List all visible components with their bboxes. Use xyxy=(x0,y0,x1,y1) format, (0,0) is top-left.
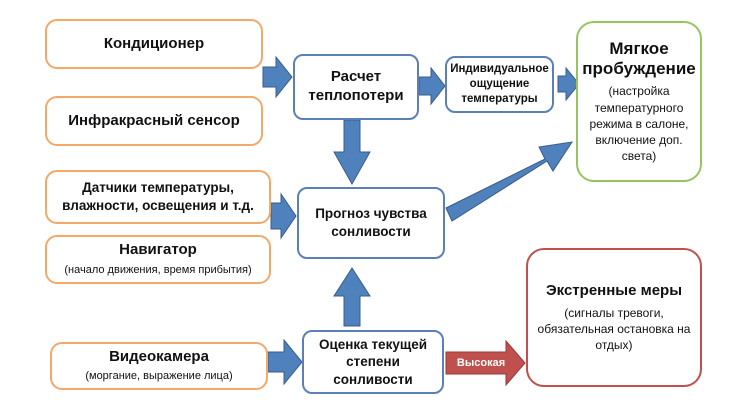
node-camera: Видеокамера (моргание, выражение лица) xyxy=(50,342,268,390)
arrow-camera-to-current xyxy=(267,338,303,386)
node-soft-wakeup: Мягкое пробуждение (настройка температур… xyxy=(576,21,702,182)
arrow-inputs-to-heat-loss xyxy=(262,55,293,99)
arrow-sensors-to-forecast xyxy=(270,192,297,240)
arrow-heat-loss-to-individual xyxy=(418,66,446,106)
node-camera-note: (моргание, выражение лица) xyxy=(85,370,233,383)
arrow-forecast-to-wakeup xyxy=(445,141,574,222)
node-conditioner: Кондиционер xyxy=(45,19,263,69)
node-drowsiness-forecast: Прогноз чувства сонливости xyxy=(297,187,445,259)
arrow-high-to-emergency xyxy=(445,339,526,387)
node-heat-loss: Расчет теплопотери xyxy=(293,54,419,120)
node-individual-title: Индивидуальное ощущение температуры xyxy=(450,63,549,105)
node-camera-title: Видеокамера xyxy=(109,347,209,365)
node-soft-wakeup-note: (настройка температурного режима в салон… xyxy=(589,84,689,164)
node-emergency-note: (сигналы тревоги, обязательная остановка… xyxy=(537,305,691,352)
node-navigator-note: (начало движения, время прибытия) xyxy=(64,263,252,276)
node-current-drowsiness: Оценка текущей степени сонливости xyxy=(302,330,444,394)
node-drowsiness-forecast-title: Прогноз чувства сонливости xyxy=(315,206,427,239)
node-conditioner-title: Кондиционер xyxy=(103,34,205,52)
node-ir-sensor-title: Инфракрасный сенсор xyxy=(68,111,240,129)
arrow-heat-loss-to-forecast xyxy=(333,119,371,186)
node-current-drowsiness-title: Оценка текущей степени сонливости xyxy=(318,336,428,387)
node-sensors-title: Датчики температуры, влажности, освещени… xyxy=(62,180,254,213)
node-emergency: Экстренные меры (сигналы тревоги, обязат… xyxy=(526,248,702,387)
node-navigator: Навигатор (начало движения, время прибыт… xyxy=(45,235,271,284)
node-emergency-title: Экстренные меры xyxy=(545,281,683,299)
arrow-current-to-forecast xyxy=(333,267,371,327)
node-sensors: Датчики температуры, влажности, освещени… xyxy=(45,170,271,224)
arrow-individual-to-wakeup xyxy=(557,66,580,102)
node-ir-sensor: Инфракрасный сенсор xyxy=(45,96,263,146)
node-navigator-title: Навигатор xyxy=(119,241,197,259)
node-heat-loss-title: Расчет теплопотери xyxy=(308,68,404,104)
high-level-label: Высокая xyxy=(456,357,506,369)
node-individual: Индивидуальное ощущение температуры xyxy=(445,56,554,113)
node-soft-wakeup-title: Мягкое пробуждение xyxy=(582,38,696,79)
